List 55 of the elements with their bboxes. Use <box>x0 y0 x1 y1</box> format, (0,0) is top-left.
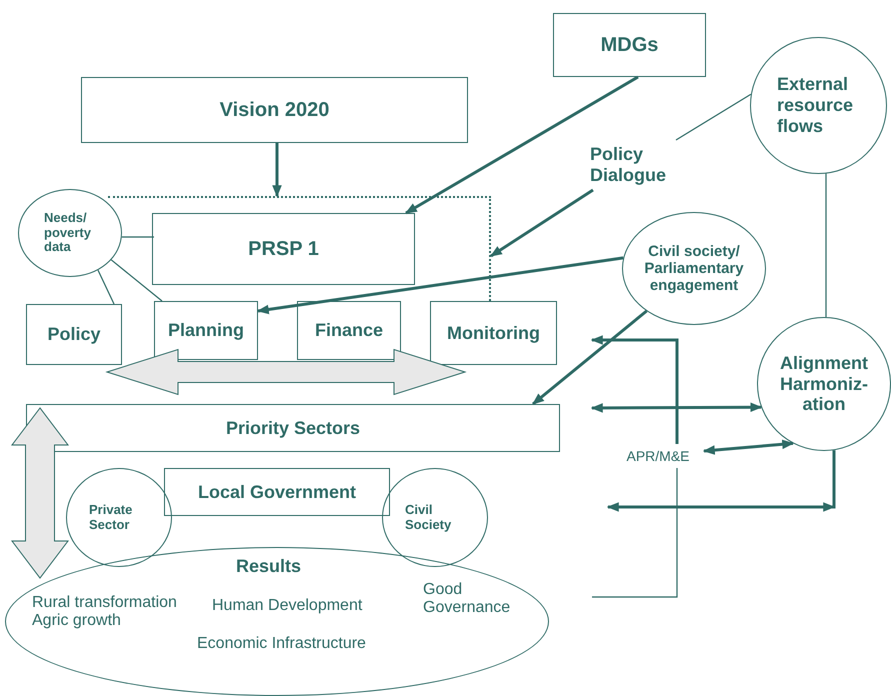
node-label: Alignment Harmoniz- ation <box>778 352 869 416</box>
arrow <box>702 440 794 455</box>
arrow <box>532 310 648 406</box>
connector-line <box>592 468 678 598</box>
process-box <box>164 468 390 516</box>
arrow <box>272 143 282 198</box>
connector-line <box>122 236 154 238</box>
node-label: PRSP 1 <box>248 238 319 260</box>
result-item: Human Development <box>212 597 362 616</box>
ellipse-node <box>622 212 766 325</box>
node-label: Priority Sectors <box>226 418 360 438</box>
node-label: MDGs <box>600 34 658 56</box>
process-box <box>430 301 557 365</box>
floating-label: APR/M&E <box>612 444 704 468</box>
ellipse-node <box>382 468 488 567</box>
node-label: Private Sector <box>89 502 134 532</box>
process-box <box>154 301 258 360</box>
node-label: Civil society/ Parliamentary engagement <box>643 242 745 294</box>
node-label: Planning <box>168 320 244 341</box>
double-block-arrow <box>105 348 467 396</box>
arrow <box>607 450 836 512</box>
node-label: Vision 2020 <box>220 98 330 122</box>
node-label: Finance <box>314 320 384 341</box>
process-box <box>81 77 468 143</box>
node-label: Needs/ poverty data <box>44 210 92 256</box>
result-item: Economic Infrastructure <box>197 635 366 654</box>
node-label: Civil Society <box>405 502 452 532</box>
node-label: Local Government <box>198 482 356 502</box>
node-label: Policy <box>47 324 101 345</box>
process-box <box>553 13 706 77</box>
arrow <box>590 335 678 444</box>
arrow <box>404 76 639 214</box>
arrow <box>490 188 594 258</box>
ellipse-node <box>750 37 887 174</box>
arrow <box>256 256 624 314</box>
connector-line <box>825 174 827 317</box>
node-label: External resource flows <box>777 74 854 137</box>
connector-line <box>676 94 752 141</box>
heading-label: Results <box>236 556 302 577</box>
ellipse-node <box>66 468 172 567</box>
process-box <box>152 213 415 285</box>
connector-line <box>97 270 115 304</box>
process-box <box>26 304 122 365</box>
floating-label: Policy Dialogue <box>590 140 690 190</box>
process-box <box>297 301 401 360</box>
node-label: Monitoring <box>447 322 540 344</box>
arrow <box>590 402 762 413</box>
ellipse-node <box>757 317 891 451</box>
process-box <box>26 404 560 452</box>
result-item: Good Governance <box>423 581 512 618</box>
double-block-arrow <box>11 407 69 579</box>
result-item: Rural transformation Agric growth <box>32 594 178 631</box>
connector-line <box>110 259 162 302</box>
ellipse-node <box>18 189 122 277</box>
dotted-frame <box>108 196 491 301</box>
